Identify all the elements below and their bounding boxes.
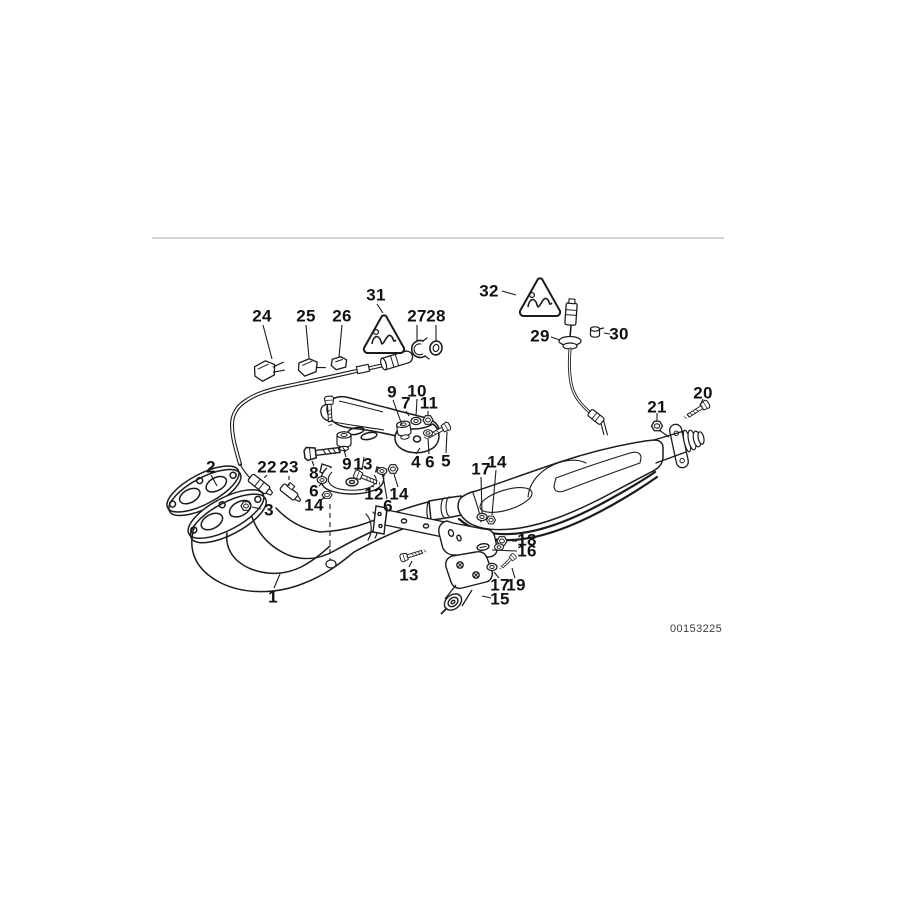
clamp-strap <box>319 463 387 495</box>
washer-17a <box>476 512 488 522</box>
sensor-connector <box>279 481 302 503</box>
cable-connector <box>380 350 414 371</box>
sensor-plug <box>564 298 578 326</box>
leader-lines <box>210 290 704 599</box>
bolt-19 <box>497 552 518 572</box>
oxygen-sensor <box>247 473 274 496</box>
document-number: 00153225 <box>670 623 723 635</box>
cable-clip-26 <box>330 356 348 371</box>
washer-17b <box>486 562 498 572</box>
warning-triangle-32-icon <box>518 277 562 317</box>
nut-14a <box>485 515 497 525</box>
grommet-28 <box>429 340 443 356</box>
warning-triangle-31-icon <box>362 314 406 354</box>
nut-21 <box>650 420 664 432</box>
washer-18 <box>493 543 505 551</box>
oxygen-sensor-cable <box>229 337 443 503</box>
washer-10 <box>410 416 422 426</box>
washer-6c <box>376 467 388 475</box>
clip-30 <box>589 326 605 338</box>
slotted-hole-16 <box>476 542 490 552</box>
hanger-bracket <box>438 520 498 558</box>
mounting-bracket <box>320 395 440 454</box>
nut-11 <box>422 415 434 425</box>
rubber-mount <box>440 551 493 615</box>
screw-13 <box>398 546 428 563</box>
nut-14c <box>387 464 399 474</box>
cable-clip-25 <box>297 358 327 377</box>
clamp-27 <box>410 337 430 360</box>
washer-6a <box>422 429 434 437</box>
grommet-29 <box>558 335 582 350</box>
muffler-drawing <box>426 423 705 542</box>
sensor-boss <box>325 559 337 569</box>
washer-6b <box>316 476 328 484</box>
bolt-20 <box>681 398 712 423</box>
front-pipe-drawing <box>166 465 431 593</box>
cable-clip-24 <box>253 360 286 383</box>
sensor-tip <box>587 409 609 436</box>
nut-14b <box>321 490 333 500</box>
cable-sleeve <box>355 363 371 375</box>
temp-sensor-assembly <box>558 298 609 436</box>
